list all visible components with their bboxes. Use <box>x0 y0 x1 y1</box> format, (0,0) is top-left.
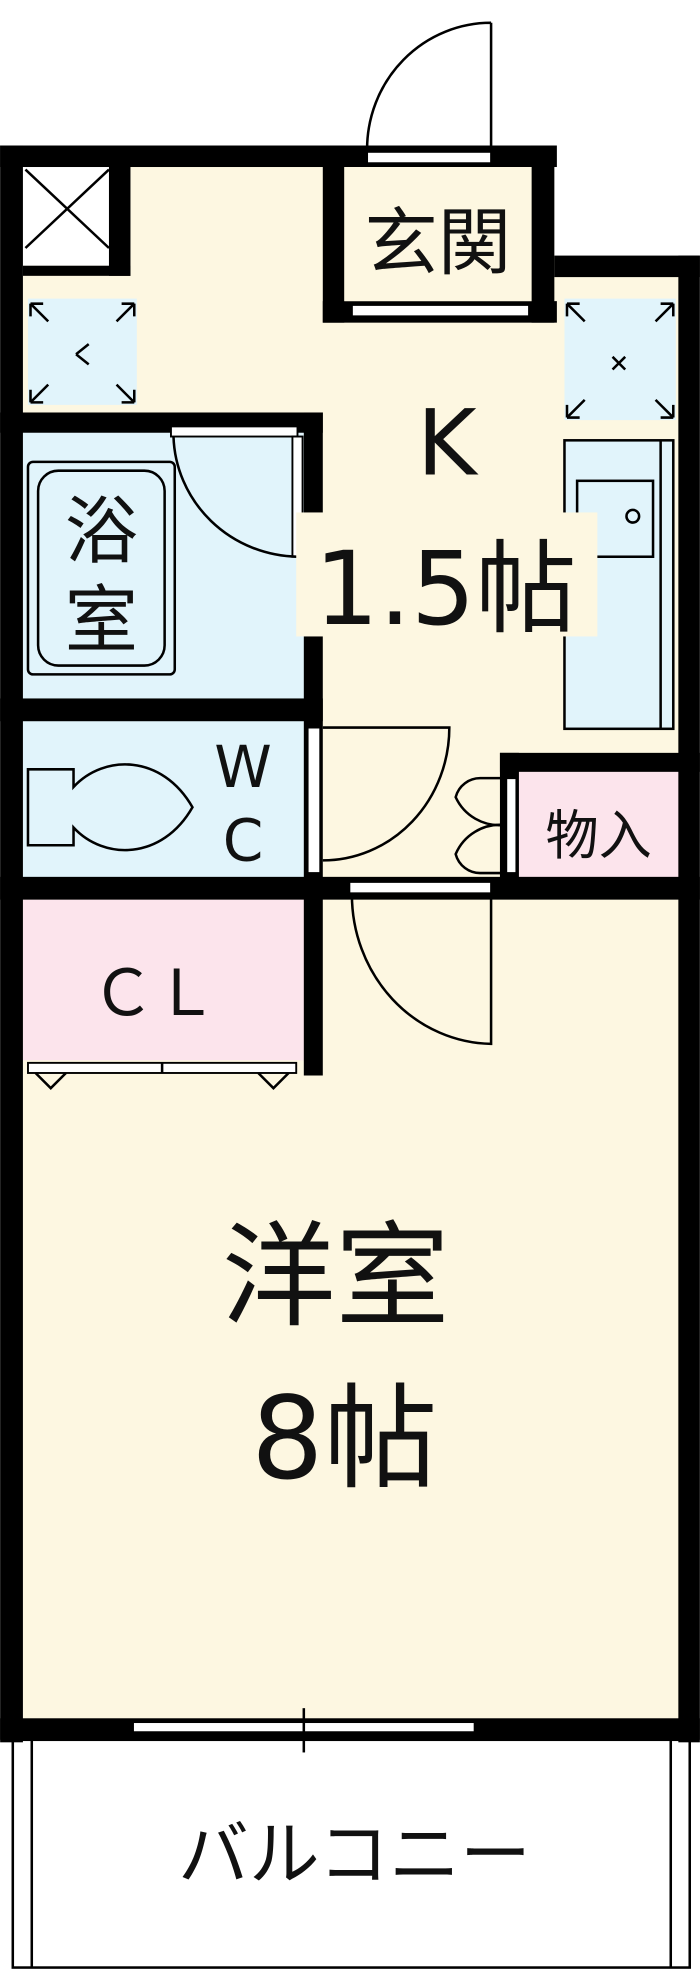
wc-label-line2: C <box>223 806 264 874</box>
entrance-floor <box>344 167 532 302</box>
kitchen-label: K <box>417 390 479 496</box>
closet-label: ＣＬ <box>91 956 218 1030</box>
kitchen-size-label: 1.5帖 <box>314 530 576 648</box>
toilet-icon <box>26 763 194 852</box>
balcony-label: バルコニー <box>178 1813 531 1896</box>
western-room-size-label: 8帖 <box>251 1372 437 1505</box>
bathtub-icon <box>26 460 177 676</box>
wc-floor <box>22 718 308 881</box>
western-room-label: 洋室 <box>222 1210 450 1343</box>
pipe-shaft-icon <box>22 167 112 266</box>
storage-floor <box>516 769 681 881</box>
storage-label: 物入 <box>546 805 652 867</box>
air-conditioner-icon <box>564 298 676 421</box>
air-conditioner-icon <box>27 298 137 405</box>
entrance-label: 玄関 <box>365 201 512 286</box>
bath-label-line1: 浴 <box>65 490 138 575</box>
bath-label-line2: 室 <box>65 578 138 663</box>
balcony <box>11 1738 691 1969</box>
door-swings <box>34 21 504 1753</box>
kitchen-size-background <box>296 512 598 637</box>
outside-top <box>554 145 700 257</box>
closet-floor <box>22 898 308 1061</box>
wc-label-line1: W <box>214 733 272 801</box>
